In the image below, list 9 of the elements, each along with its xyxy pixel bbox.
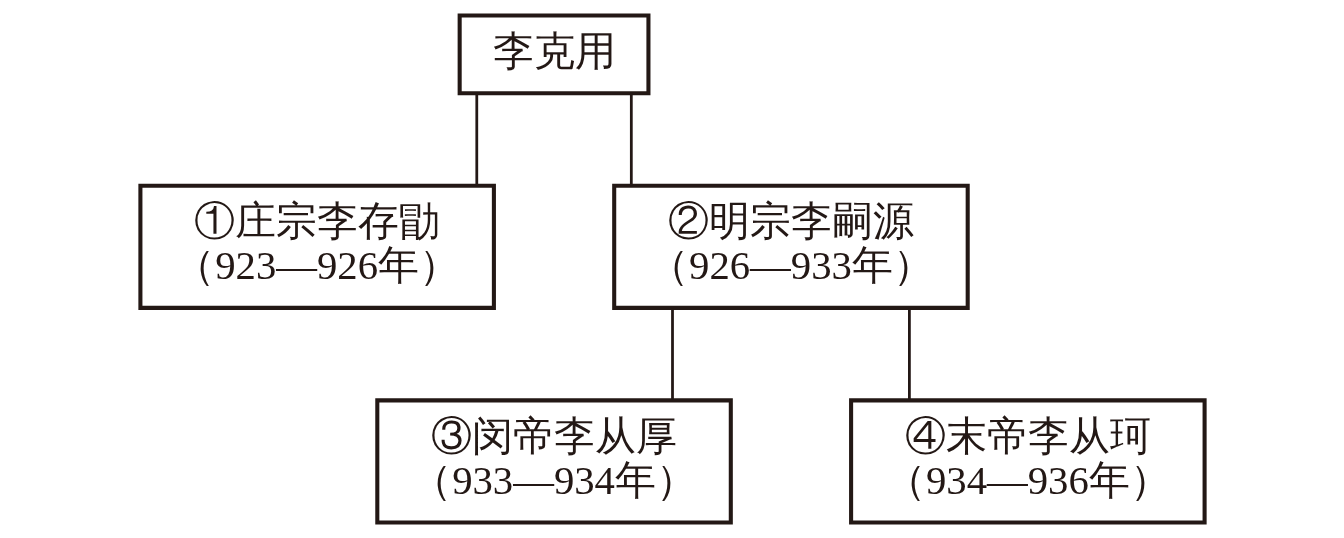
connector [670, 308, 674, 400]
connector [629, 93, 633, 186]
node-box: ③闵帝李从厚 （933—934年） [374, 398, 733, 525]
connector [474, 93, 478, 186]
node-box: ④末帝李从珂 （934—936年） [848, 398, 1207, 525]
node-box: ②明宗李嗣源 （926—933年） [611, 183, 970, 310]
node-box: 李克用 [457, 13, 650, 96]
connector [907, 308, 911, 400]
node-box: ①庄宗李存勖 （923—926年） [137, 183, 496, 310]
